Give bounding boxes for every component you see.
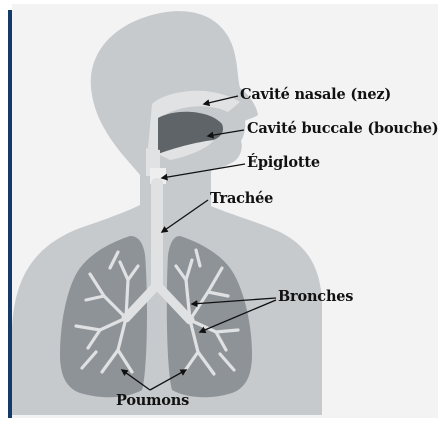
label-lungs: Poumons bbox=[116, 392, 189, 409]
label-oral-cavity: Cavité buccale (bouche) bbox=[247, 120, 438, 137]
label-epiglottis: Épiglotte bbox=[247, 154, 320, 171]
label-nasal-cavity: Cavité nasale (nez) bbox=[240, 86, 391, 103]
body-silhouette bbox=[12, 11, 322, 415]
label-trachea: Trachée bbox=[210, 190, 273, 207]
label-bronchi: Bronches bbox=[278, 288, 353, 305]
